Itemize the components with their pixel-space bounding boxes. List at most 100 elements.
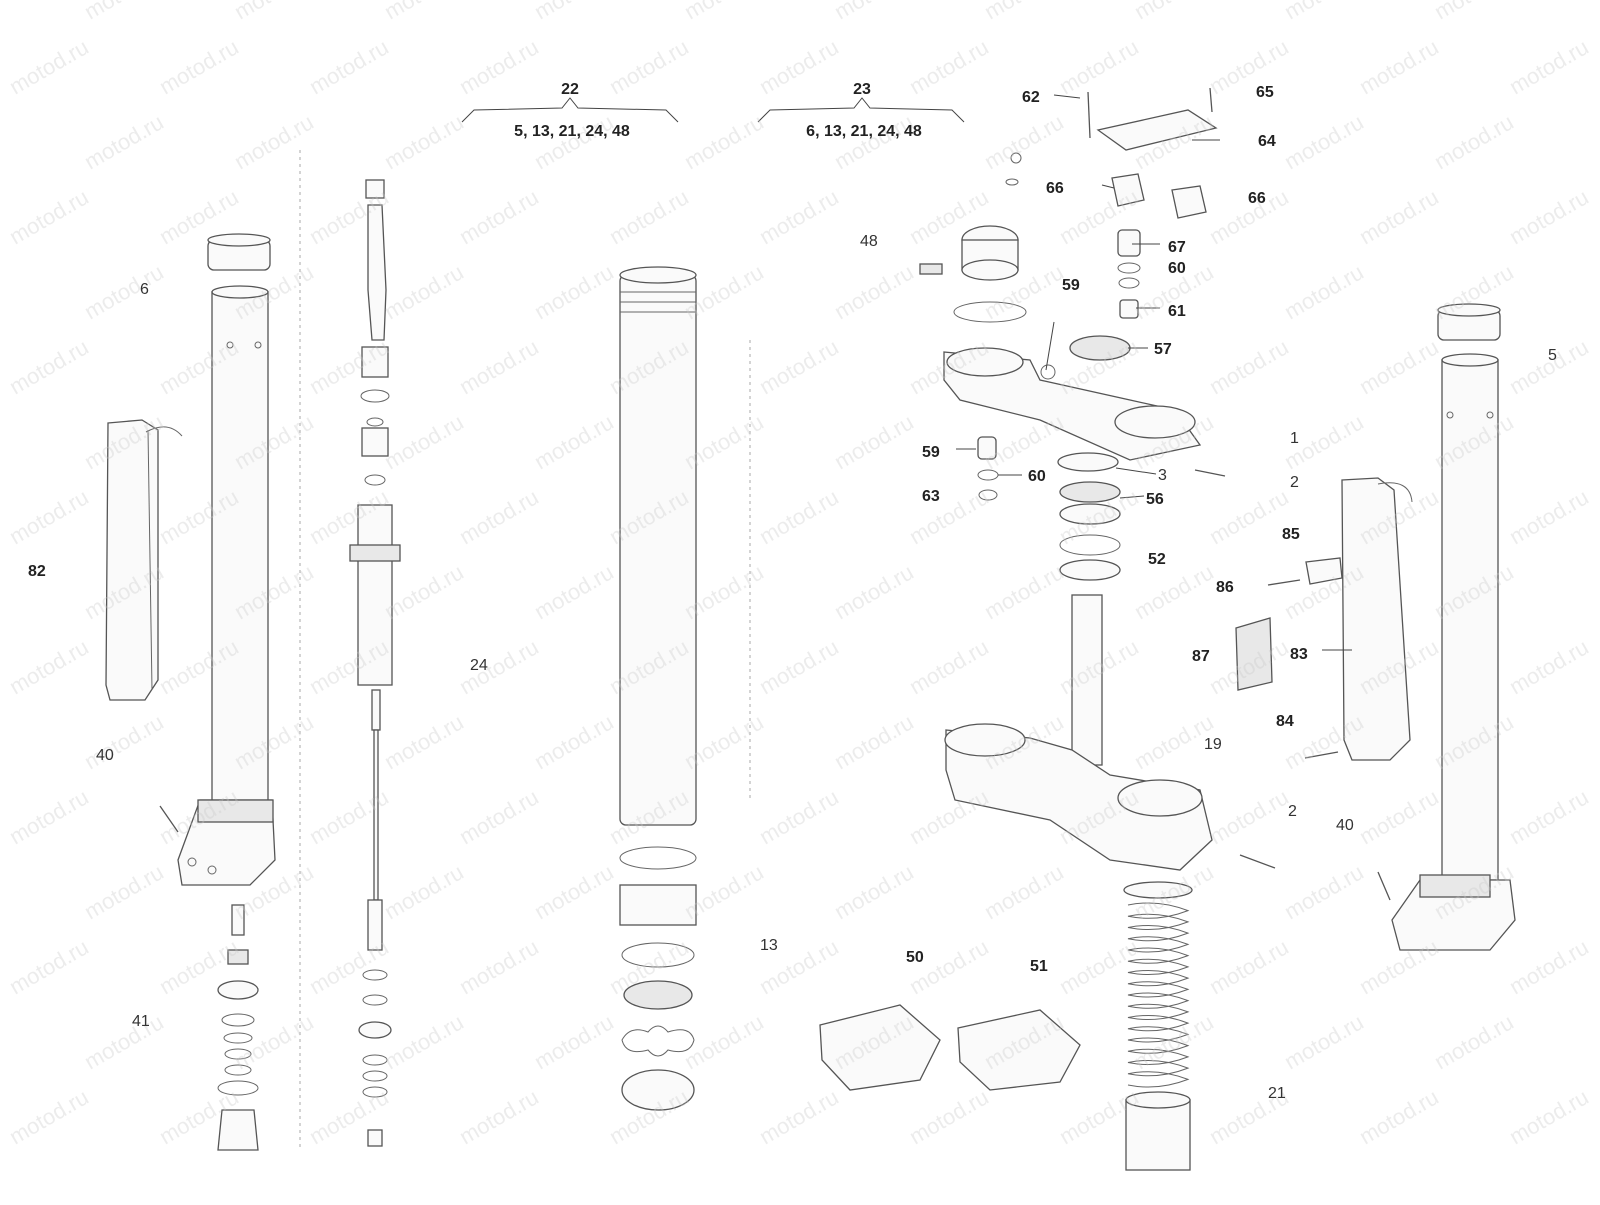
dust-seal (621, 1069, 695, 1111)
callout-21: 21 (1268, 1085, 1286, 1102)
bearing-race (1059, 534, 1121, 556)
spring-spacer (1125, 1099, 1191, 1171)
watermark-text: motod.ru (230, 1009, 318, 1074)
watermark-text: motod.ru (1505, 334, 1593, 399)
callout-labels: 62 65 64 66 66 48 67 60 59 61 57 6 5 1 5… (28, 84, 1557, 1102)
watermark-text: motod.ru (830, 0, 918, 24)
left-fork-cap-rim (207, 233, 271, 247)
watermark-text: motod.ru (530, 559, 618, 624)
watermark-text: motod.ru (755, 784, 843, 849)
left-guard-clip (145, 426, 183, 437)
cartridge-ring (364, 474, 386, 486)
cartridge-guide (361, 427, 389, 457)
watermark-text: motod.ru (455, 1084, 543, 1149)
callout-50: 50 (906, 949, 924, 966)
fork-oil-packets (819, 1004, 1081, 1091)
watermark-text: motod.ru (1355, 784, 1443, 849)
watermark-text: motod.ru (380, 1009, 468, 1074)
clamp-plate-64 (1096, 109, 1218, 151)
bolt-65 (1209, 87, 1213, 113)
pinch-bolt-lower (1239, 854, 1276, 869)
leader-56 (1119, 495, 1145, 499)
watermark-text: motod.ru (1280, 1009, 1368, 1074)
callout-87: 87 (1192, 648, 1210, 665)
watermark-text: motod.ru (5, 334, 93, 399)
left-fork-hole (254, 341, 262, 349)
group-label-22-members: 5, 13, 21, 24, 48 (514, 123, 630, 140)
leader-66 (1101, 184, 1115, 189)
right-fork-foot-clamp (1419, 874, 1491, 898)
watermark-text: motod.ru (1280, 0, 1368, 24)
left-axle-hole (207, 865, 217, 875)
small-screw (1010, 152, 1022, 164)
watermark-text: motod.ru (680, 109, 768, 174)
watermark-text: motod.ru (1130, 0, 1218, 24)
watermark-text: motod.ru (1505, 784, 1593, 849)
bolt-62 (1087, 91, 1091, 139)
bearing-stack (1057, 452, 1121, 581)
guide-bushing (619, 884, 697, 926)
fork-cap-bottom (961, 259, 1019, 281)
guard-clamp-85 (1305, 557, 1343, 585)
bearing-52 (1059, 559, 1121, 581)
watermark-text: motod.ru (755, 184, 843, 249)
watermark-text: motod.ru (1205, 784, 1293, 849)
callout-61: 61 (1168, 303, 1186, 320)
right-fork-hole (1446, 411, 1454, 419)
watermark-text: motod.ru (530, 409, 618, 474)
callout-41: 41 (132, 1013, 150, 1030)
watermark-text: motod.ru (1505, 934, 1593, 999)
bearing-56a (1059, 481, 1121, 503)
watermark-text: motod.ru (980, 859, 1068, 924)
watermark-text: motod.ru (1280, 109, 1368, 174)
seal-clip (621, 1025, 695, 1057)
callout-48: 48 (860, 233, 878, 250)
watermark-text: motod.ru (1505, 1084, 1593, 1149)
right-fork-tube (1441, 359, 1499, 881)
watermark-text: motod.ru (1205, 34, 1293, 99)
watermark-text: motod.ru (1205, 934, 1293, 999)
watermark-text: motod.ru (1355, 184, 1443, 249)
watermark-text: motod.ru (1205, 484, 1293, 549)
watermark-text: motod.ru (1130, 559, 1218, 624)
callout-57: 57 (1154, 341, 1172, 358)
left-foot-bolt (159, 805, 179, 833)
group-bracket-23 (757, 97, 965, 123)
watermark-text: motod.ru (830, 859, 918, 924)
stem-nut-61 (1119, 299, 1139, 319)
bottom-clamp-body (945, 729, 1213, 871)
callout-65: 65 (1256, 84, 1274, 101)
watermark-text: motod.ru (80, 259, 168, 324)
callout-84: 84 (1276, 713, 1294, 730)
pinch-bolt-2 (1194, 469, 1226, 477)
stem-washer-59 (1118, 277, 1140, 289)
watermark-text: motod.ru (755, 634, 843, 699)
watermark-text: motod.ru (905, 934, 993, 999)
cartridge-rod-tip (371, 689, 381, 731)
watermark-text: motod.ru (1280, 859, 1368, 924)
watermark-text: motod.ru (1055, 34, 1143, 99)
callout-5: 5 (1548, 347, 1557, 364)
damper-spring-small (227, 949, 249, 965)
left-guard-edge (147, 429, 153, 691)
watermark-text: motod.ru (455, 334, 543, 399)
left-fork-guard (105, 419, 183, 701)
callout-67: 67 (1168, 239, 1186, 256)
watermark-text: motod.ru (455, 484, 543, 549)
watermark-text: motod.ru (1430, 1009, 1518, 1074)
outer-tube-top (619, 266, 697, 284)
outer-tube-assembly (619, 266, 751, 1111)
right-fork-cap-rim (1437, 303, 1501, 317)
watermark-text: motod.ru (755, 1084, 843, 1149)
watermark-text: motod.ru (905, 784, 993, 849)
spring-spacer-top (1125, 1091, 1191, 1109)
watermark-text: motod.ru (680, 0, 768, 24)
left-damper-parts (217, 904, 259, 1151)
watermark-text: motod.ru (605, 34, 693, 99)
fork-spring (1123, 881, 1193, 1171)
watermark-text: motod.ru (1280, 259, 1368, 324)
watermark-text: motod.ru (605, 184, 693, 249)
callout-82: 82 (28, 563, 46, 580)
watermark-text: motod.ru (830, 409, 918, 474)
